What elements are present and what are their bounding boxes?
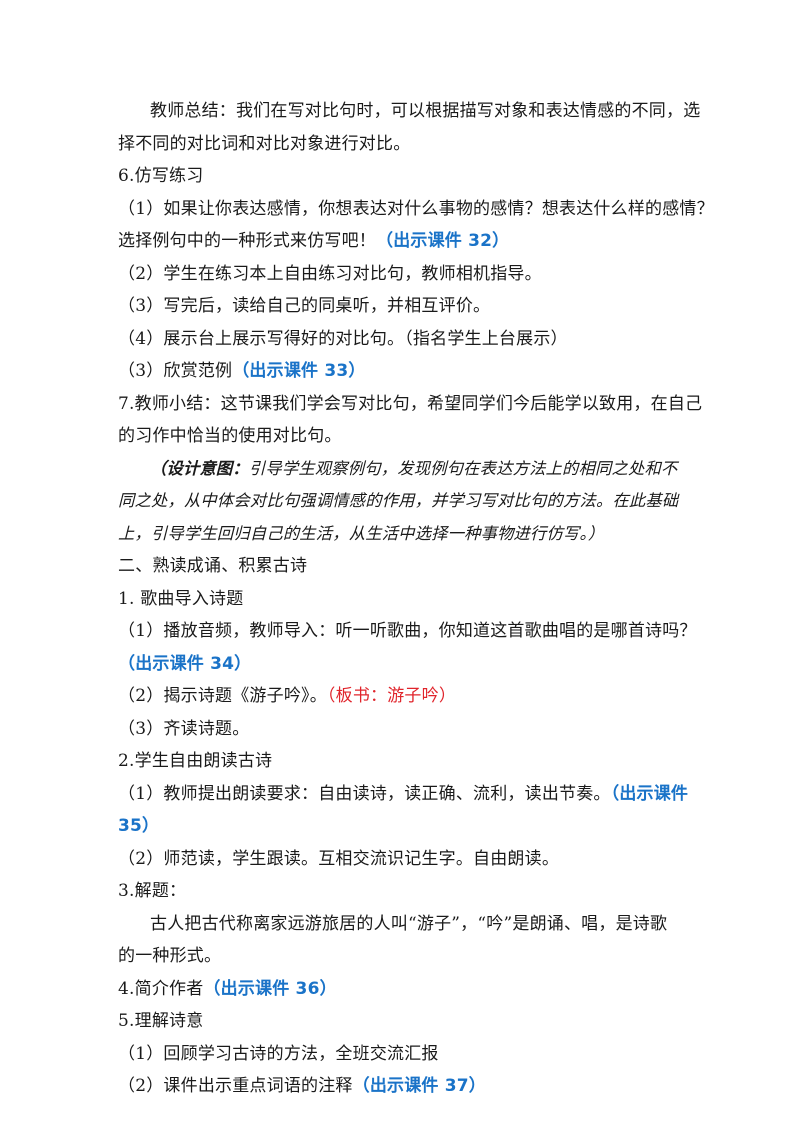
item-6-2: （2）学生在练习本上自由练习对比句，教师相机指导。: [118, 263, 542, 284]
step-3-text-line1: 古人把古代称离家远游旅居的人叫“游子”，“吟”是朗诵、唱，是诗歌: [150, 913, 668, 934]
step-5-item-2-text: （2）课件出示重点词语的注释: [118, 1076, 353, 1096]
teacher-summary-line2: 择不同的对比词和对比对象进行对比。: [118, 133, 411, 154]
step-5-item-1: （1）回顾学习古诗的方法，全班交流汇报: [118, 1043, 439, 1064]
section-7-line1: 7.教师小结：这节课我们学会写对比句，希望同学们今后能学以致用，在自己: [118, 393, 703, 414]
item-6-3: （3）写完后，读给自己的同桌听，并相互评价。: [118, 296, 491, 316]
courseware-ref-36: （出示课件 36）: [203, 978, 337, 999]
courseware-ref-35-start: （出示课件: [610, 783, 689, 804]
step-5-heading: 5.理解诗意: [118, 1011, 204, 1031]
design-intent-line1: （设计意图：引导学生观察例句，发现例句在表达方法上的相同之处和不: [118, 453, 700, 486]
step-1-item-3: （3）齐读诗题。: [118, 718, 250, 739]
step-1-item-1: （1）播放音频，教师导入：听一听歌曲，你知道这首歌曲唱的是哪首诗吗？: [118, 621, 697, 641]
item-6-1-line1: （1）如果让你表达感情，你想表达对什么事物的感情？想表达什么样的感情？: [118, 198, 714, 219]
courseware-ref-37: （出示课件 37）: [352, 1076, 487, 1096]
step-1-item-2: （2）揭示诗题《游子吟》。（板书：游子吟）: [118, 680, 700, 713]
section-6-heading: 6.仿写练习: [118, 166, 204, 186]
step-2-item-2: （2）师范读，学生跟读。互相交流识记生字。自由朗读。: [118, 848, 560, 869]
courseware-ref-33: （出示课件 33）: [232, 361, 366, 381]
item-6-5-text: （3）欣赏范例: [118, 361, 233, 381]
step-4-heading: 4.简介作者（出示课件 36）: [118, 973, 700, 1006]
item-6-5: （3）欣赏范例（出示课件 33）: [118, 355, 700, 388]
board-writing-note: （板书：游子吟）: [326, 686, 457, 706]
design-intent-label: （设计意图：: [150, 458, 249, 478]
design-intent-line3: 上，引导学生回归自己的生活，从生活中选择一种事物进行仿写。）: [118, 523, 605, 543]
design-intent-line2: 同之处，从中体会对比句强调情感的作用，并学习写对比句的方法。在此基础: [118, 491, 679, 510]
step-1-heading: 1. 歌曲导入诗题: [118, 588, 244, 609]
part-2-heading: 二、熟读成诵、积累古诗: [118, 556, 308, 576]
item-6-4: （4）展示台上展示写得好的对比句。（指名学生上台展示）: [118, 328, 568, 349]
step-2-heading: 2.学生自由朗读古诗: [118, 751, 273, 771]
step-2-item-1-text: （1）教师提出朗读要求：自由读诗，读正确、流利，读出节奏。: [118, 783, 611, 804]
step-5-item-2: （2）课件出示重点词语的注释（出示课件 37）: [118, 1070, 700, 1103]
courseware-ref-35-end: 35）: [118, 816, 160, 836]
step-3-heading: 3.解题：: [118, 881, 187, 901]
teacher-summary-line1: 教师总结：我们在写对比句时，可以根据描写对象和表达情感的不同，选: [150, 101, 701, 121]
step-2-item-1: （1）教师提出朗读要求：自由读诗，读正确、流利，读出节奏。（出示课件: [118, 778, 700, 811]
item-6-1-text: 选择例句中的一种形式来仿写吧！: [118, 231, 376, 251]
section-7-line2: 的习作中恰当的使用对比句。: [118, 426, 342, 446]
step-1-item-2-text: （2）揭示诗题《游子吟》。: [118, 686, 327, 706]
step-3-text-line2: 的一种形式。: [118, 946, 222, 966]
courseware-ref-32: （出示课件 32）: [376, 231, 510, 251]
design-intent-text: 引导学生观察例句，发现例句在表达方法上的相同之处和不: [248, 458, 678, 478]
courseware-ref-34: （出示课件 34）: [118, 653, 252, 674]
item-6-1-line2: 选择例句中的一种形式来仿写吧！（出示课件 32）: [118, 225, 700, 258]
step-4-text: 4.简介作者: [118, 978, 204, 999]
